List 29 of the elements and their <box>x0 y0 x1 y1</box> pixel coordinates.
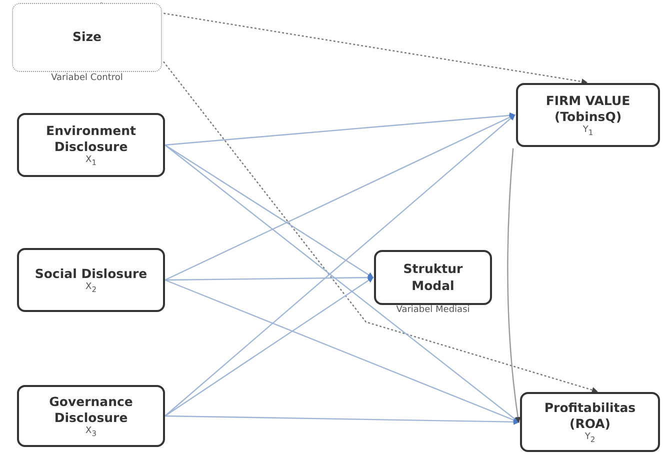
arrow <box>164 415 520 425</box>
arrow <box>164 144 374 278</box>
variable-symbol: X$_{3}$ <box>86 427 96 438</box>
variable-box <box>516 83 660 147</box>
variable-box <box>17 113 165 177</box>
variable-name: Governance Disclosure <box>48 394 134 426</box>
variable-symbol: X$_{1}$ <box>86 156 96 168</box>
variable-box <box>520 392 660 452</box>
variable-role-caption: Variabel Mediasi <box>395 305 471 315</box>
variable-name: Profitabilitas (ROA) <box>543 400 637 432</box>
variable-name: FIRM VALUE (TobinsQ) <box>544 92 632 126</box>
arrow <box>164 279 520 423</box>
variable-box <box>17 248 165 312</box>
variable-role-caption: Variabel Control <box>50 73 124 83</box>
variable-symbol: Y$_{2}$ <box>584 433 596 444</box>
variable-name: Social Dislosure <box>34 266 148 282</box>
variable-symbol: X$_{2}$ <box>86 282 96 294</box>
variable-name: Size <box>72 29 102 46</box>
variable-symbol: Y$_{1}$ <box>582 126 594 138</box>
arrow <box>100 2 588 85</box>
variable-box <box>17 385 165 447</box>
variable-name: Struktur Modal <box>402 260 464 294</box>
arrow <box>163 61 598 393</box>
arrow <box>164 114 516 281</box>
arrow <box>164 112 516 146</box>
arrow <box>165 274 374 281</box>
arrow <box>164 276 374 416</box>
arrow <box>507 148 521 423</box>
variable-name: Environment Disclosure <box>45 122 137 156</box>
